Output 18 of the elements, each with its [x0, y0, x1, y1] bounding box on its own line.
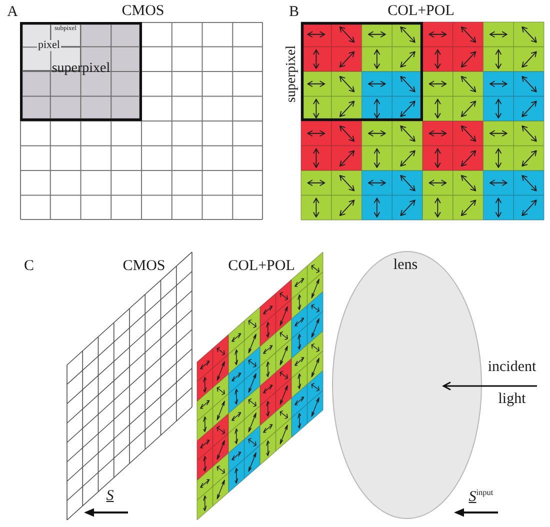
panel-letter: A [7, 4, 18, 20]
superpixel-label: superpixel [52, 62, 110, 76]
panel-letter: C [24, 259, 34, 274]
sensor-title: CMOS [122, 259, 166, 274]
superpixel-region [20, 22, 142, 121]
filter-title: COL+POL [388, 4, 454, 20]
panel-letter: B [289, 4, 299, 20]
sensor-title: CMOS [122, 4, 164, 20]
light-label: light [498, 392, 526, 408]
incident-label: incident [488, 360, 536, 376]
superpixel-label: superpixel [284, 44, 298, 102]
filter-array [197, 252, 323, 520]
filter-title: COL+POL [228, 259, 295, 274]
lens-label: lens [393, 258, 418, 274]
vector-symbol: S$^{input}$ [468, 490, 494, 505]
sensor-grid [67, 252, 192, 520]
vector-symbol: S [106, 489, 114, 504]
pixel-label: pixel [36, 40, 61, 52]
